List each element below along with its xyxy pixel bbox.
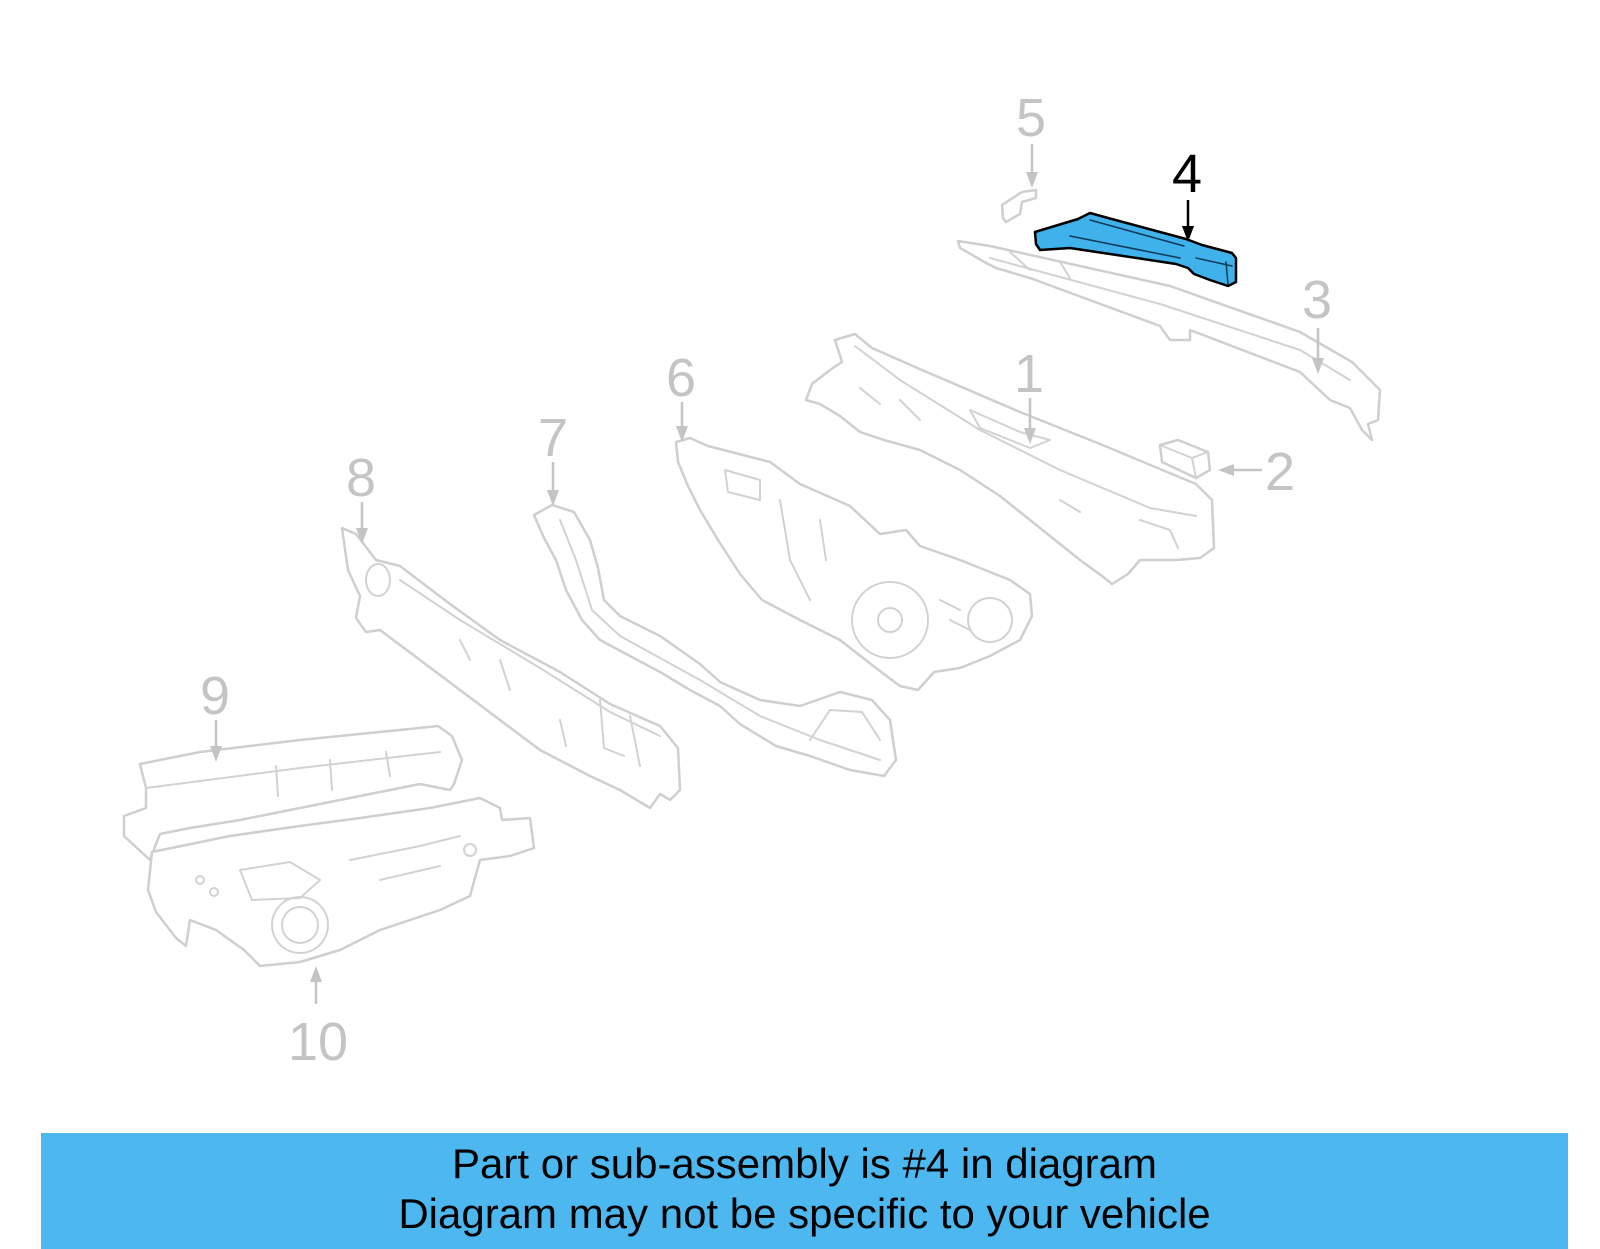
banner-line-2: Diagram may not be specific to your vehi… <box>398 1190 1211 1237</box>
part-3-cowl-panel[interactable] <box>956 239 1382 442</box>
arrow-8 <box>356 502 368 544</box>
callout-4: 4 <box>1172 144 1202 204</box>
callout-8: 8 <box>346 448 376 508</box>
callout-2: 2 <box>1265 442 1295 502</box>
part-9-crossmember[interactable] <box>122 724 464 862</box>
callout-6: 6 <box>666 348 696 408</box>
callout-1: 1 <box>1014 344 1044 404</box>
arrow-5 <box>1026 144 1038 188</box>
arrow-3 <box>1312 328 1324 374</box>
part-2-block[interactable] <box>1158 438 1212 480</box>
part-1-cowl-upper[interactable] <box>804 332 1216 586</box>
part-5-clip[interactable] <box>1000 188 1038 224</box>
banner-line-1: Part or sub-assembly is #4 in diagram <box>452 1140 1157 1187</box>
callout-5: 5 <box>1016 88 1046 148</box>
arrow-7 <box>547 462 559 506</box>
callout-10: 10 <box>288 1012 348 1072</box>
callout-9: 9 <box>200 666 230 726</box>
part-4-highlighted-bracket[interactable] <box>1033 211 1238 288</box>
arrow-2 <box>1218 464 1262 476</box>
arrow-1 <box>1024 398 1036 444</box>
arrow-10 <box>310 966 322 1004</box>
callout-7: 7 <box>538 408 568 468</box>
info-banner: Part or sub-assembly is #4 in diagram Di… <box>41 1133 1568 1249</box>
callout-labels: 1 2 3 4 5 6 7 8 9 10 <box>200 88 1332 1072</box>
arrow-9 <box>210 720 222 762</box>
arrow-4 <box>1182 200 1194 242</box>
callout-3: 3 <box>1302 270 1332 330</box>
arrow-6 <box>676 402 688 442</box>
part-8-cowl-lower[interactable] <box>340 526 682 810</box>
part-6-dash-silencer[interactable] <box>674 436 1034 692</box>
part-7-seal[interactable] <box>532 503 898 778</box>
part-10-dash-panel[interactable] <box>146 796 536 968</box>
leader-arrows <box>210 144 1324 1004</box>
